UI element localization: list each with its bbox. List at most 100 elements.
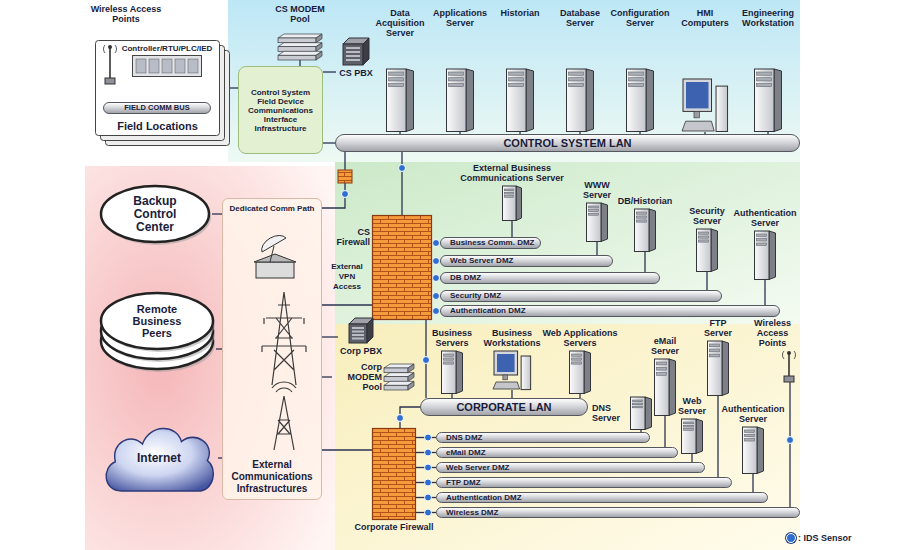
drive-bay bbox=[757, 234, 767, 237]
node-label: Engineering Workstation bbox=[737, 8, 799, 28]
modem-icon bbox=[384, 364, 414, 390]
modem-pool: Corp MODEM Pool bbox=[332, 362, 414, 392]
node-label: eMail DMZ bbox=[446, 449, 486, 457]
node-label: Dedicated Comm Path bbox=[230, 204, 315, 213]
tower-icon bbox=[626, 68, 654, 132]
server-node: Database Server bbox=[551, 8, 609, 132]
modem-pool: CS MODEM Pool bbox=[266, 4, 334, 60]
pbx-icon bbox=[343, 38, 369, 66]
node-label: Corporate Firewall bbox=[354, 522, 434, 532]
server-side bbox=[406, 69, 414, 132]
drive-bay bbox=[389, 72, 404, 75]
server-node: Applications Server bbox=[430, 8, 490, 132]
drive-bay bbox=[637, 220, 647, 222]
drive-bay bbox=[572, 362, 582, 364]
annotation-label: External VPN Access bbox=[324, 262, 370, 292]
server-side bbox=[774, 69, 782, 132]
wireless-access-point: Wireless Access Points bbox=[745, 318, 800, 382]
antenna-base bbox=[105, 78, 115, 84]
drive-bay bbox=[629, 78, 644, 81]
server-node: Authentication Server bbox=[730, 208, 800, 280]
tower-icon bbox=[634, 208, 656, 252]
controller-module bbox=[162, 59, 172, 73]
server-node: Engineering Workstation bbox=[737, 8, 799, 132]
server-node: Configuration Server bbox=[607, 8, 673, 132]
drive-bay bbox=[449, 72, 464, 75]
network-link bbox=[323, 142, 335, 143]
monitor-stand bbox=[694, 111, 700, 117]
server-side bbox=[769, 231, 776, 280]
server-node: Historian bbox=[491, 8, 549, 132]
server-side bbox=[722, 341, 729, 396]
modem-icon bbox=[278, 34, 322, 60]
radio-tower bbox=[272, 382, 296, 450]
drive-bay bbox=[684, 422, 694, 424]
pbx-icon bbox=[349, 318, 373, 344]
drive-bay bbox=[757, 72, 772, 75]
server-front bbox=[587, 203, 602, 242]
controller-module bbox=[175, 59, 185, 73]
node-label: Internet bbox=[137, 452, 181, 465]
server-side bbox=[649, 209, 656, 252]
tower-icon bbox=[502, 185, 522, 221]
network-segment-bar: FIELD COMM BUS bbox=[103, 102, 211, 114]
firewall-icon bbox=[372, 215, 432, 320]
drive-bay bbox=[710, 344, 720, 347]
server-side bbox=[516, 186, 522, 221]
server-side bbox=[456, 351, 463, 394]
network-link bbox=[212, 213, 222, 214]
node-label: DB/Historian bbox=[618, 196, 673, 206]
controller-rack bbox=[133, 56, 202, 77]
server-side bbox=[584, 351, 591, 394]
modem-side bbox=[316, 43, 322, 52]
monitor-case bbox=[494, 351, 518, 375]
drive-bay bbox=[505, 189, 514, 191]
node-label: DNS Server bbox=[592, 403, 628, 423]
server-node: FTP Server bbox=[696, 318, 740, 396]
tower-icon bbox=[707, 340, 729, 396]
server-node: Web Server bbox=[672, 396, 712, 454]
antenna-icon bbox=[778, 350, 800, 382]
field-card bbox=[96, 41, 220, 136]
firewall-wall: Corporate Firewall bbox=[372, 428, 416, 520]
pbx-side bbox=[363, 38, 369, 65]
server-side bbox=[757, 427, 764, 474]
server-front bbox=[387, 69, 407, 132]
modem-front bbox=[278, 38, 316, 43]
node-label: Corp PBX bbox=[340, 346, 382, 356]
drive-bay bbox=[569, 84, 584, 87]
dmz-zone-band bbox=[335, 162, 800, 324]
monitor-screen bbox=[497, 354, 515, 372]
server-side bbox=[466, 69, 474, 132]
server-front bbox=[755, 231, 770, 280]
pc-tower bbox=[521, 356, 531, 390]
drive-bay bbox=[589, 213, 599, 215]
external-panel-fill bbox=[222, 198, 322, 500]
node-label: FIELD COMM BUS bbox=[124, 104, 189, 112]
modem-side bbox=[408, 373, 414, 382]
site-ellipse: Backup Control Center bbox=[98, 183, 212, 245]
satellite-dish bbox=[254, 235, 296, 278]
tower-icon bbox=[754, 230, 776, 280]
control-zone-band bbox=[228, 0, 800, 162]
monitor-case bbox=[683, 79, 712, 111]
drive-bay bbox=[757, 84, 772, 87]
network-segment-bar: Authentication DMZ bbox=[436, 492, 768, 503]
antenna-mast bbox=[109, 48, 111, 78]
drive-bay bbox=[589, 210, 599, 212]
tower-icon bbox=[696, 228, 718, 272]
drive-bay bbox=[449, 84, 464, 87]
pbx-slot bbox=[346, 59, 360, 61]
network-link bbox=[789, 382, 790, 507]
node-label: CS MODEM Pool bbox=[266, 4, 334, 24]
network-segment-bar: Web Server DMZ bbox=[440, 255, 613, 267]
tower-icon bbox=[386, 68, 414, 132]
node-label: Web Applications Servers bbox=[541, 328, 619, 348]
firewall-icon bbox=[372, 428, 416, 520]
external-comm-panel: Dedicated Comm PathExternal Communicatio… bbox=[222, 198, 322, 500]
site-ellipse bbox=[101, 293, 213, 349]
server-node: External Business Communications Server bbox=[452, 163, 572, 221]
stacked-site-ellipses: Remote Business Peers bbox=[98, 290, 216, 352]
pbx-slot bbox=[346, 51, 360, 53]
